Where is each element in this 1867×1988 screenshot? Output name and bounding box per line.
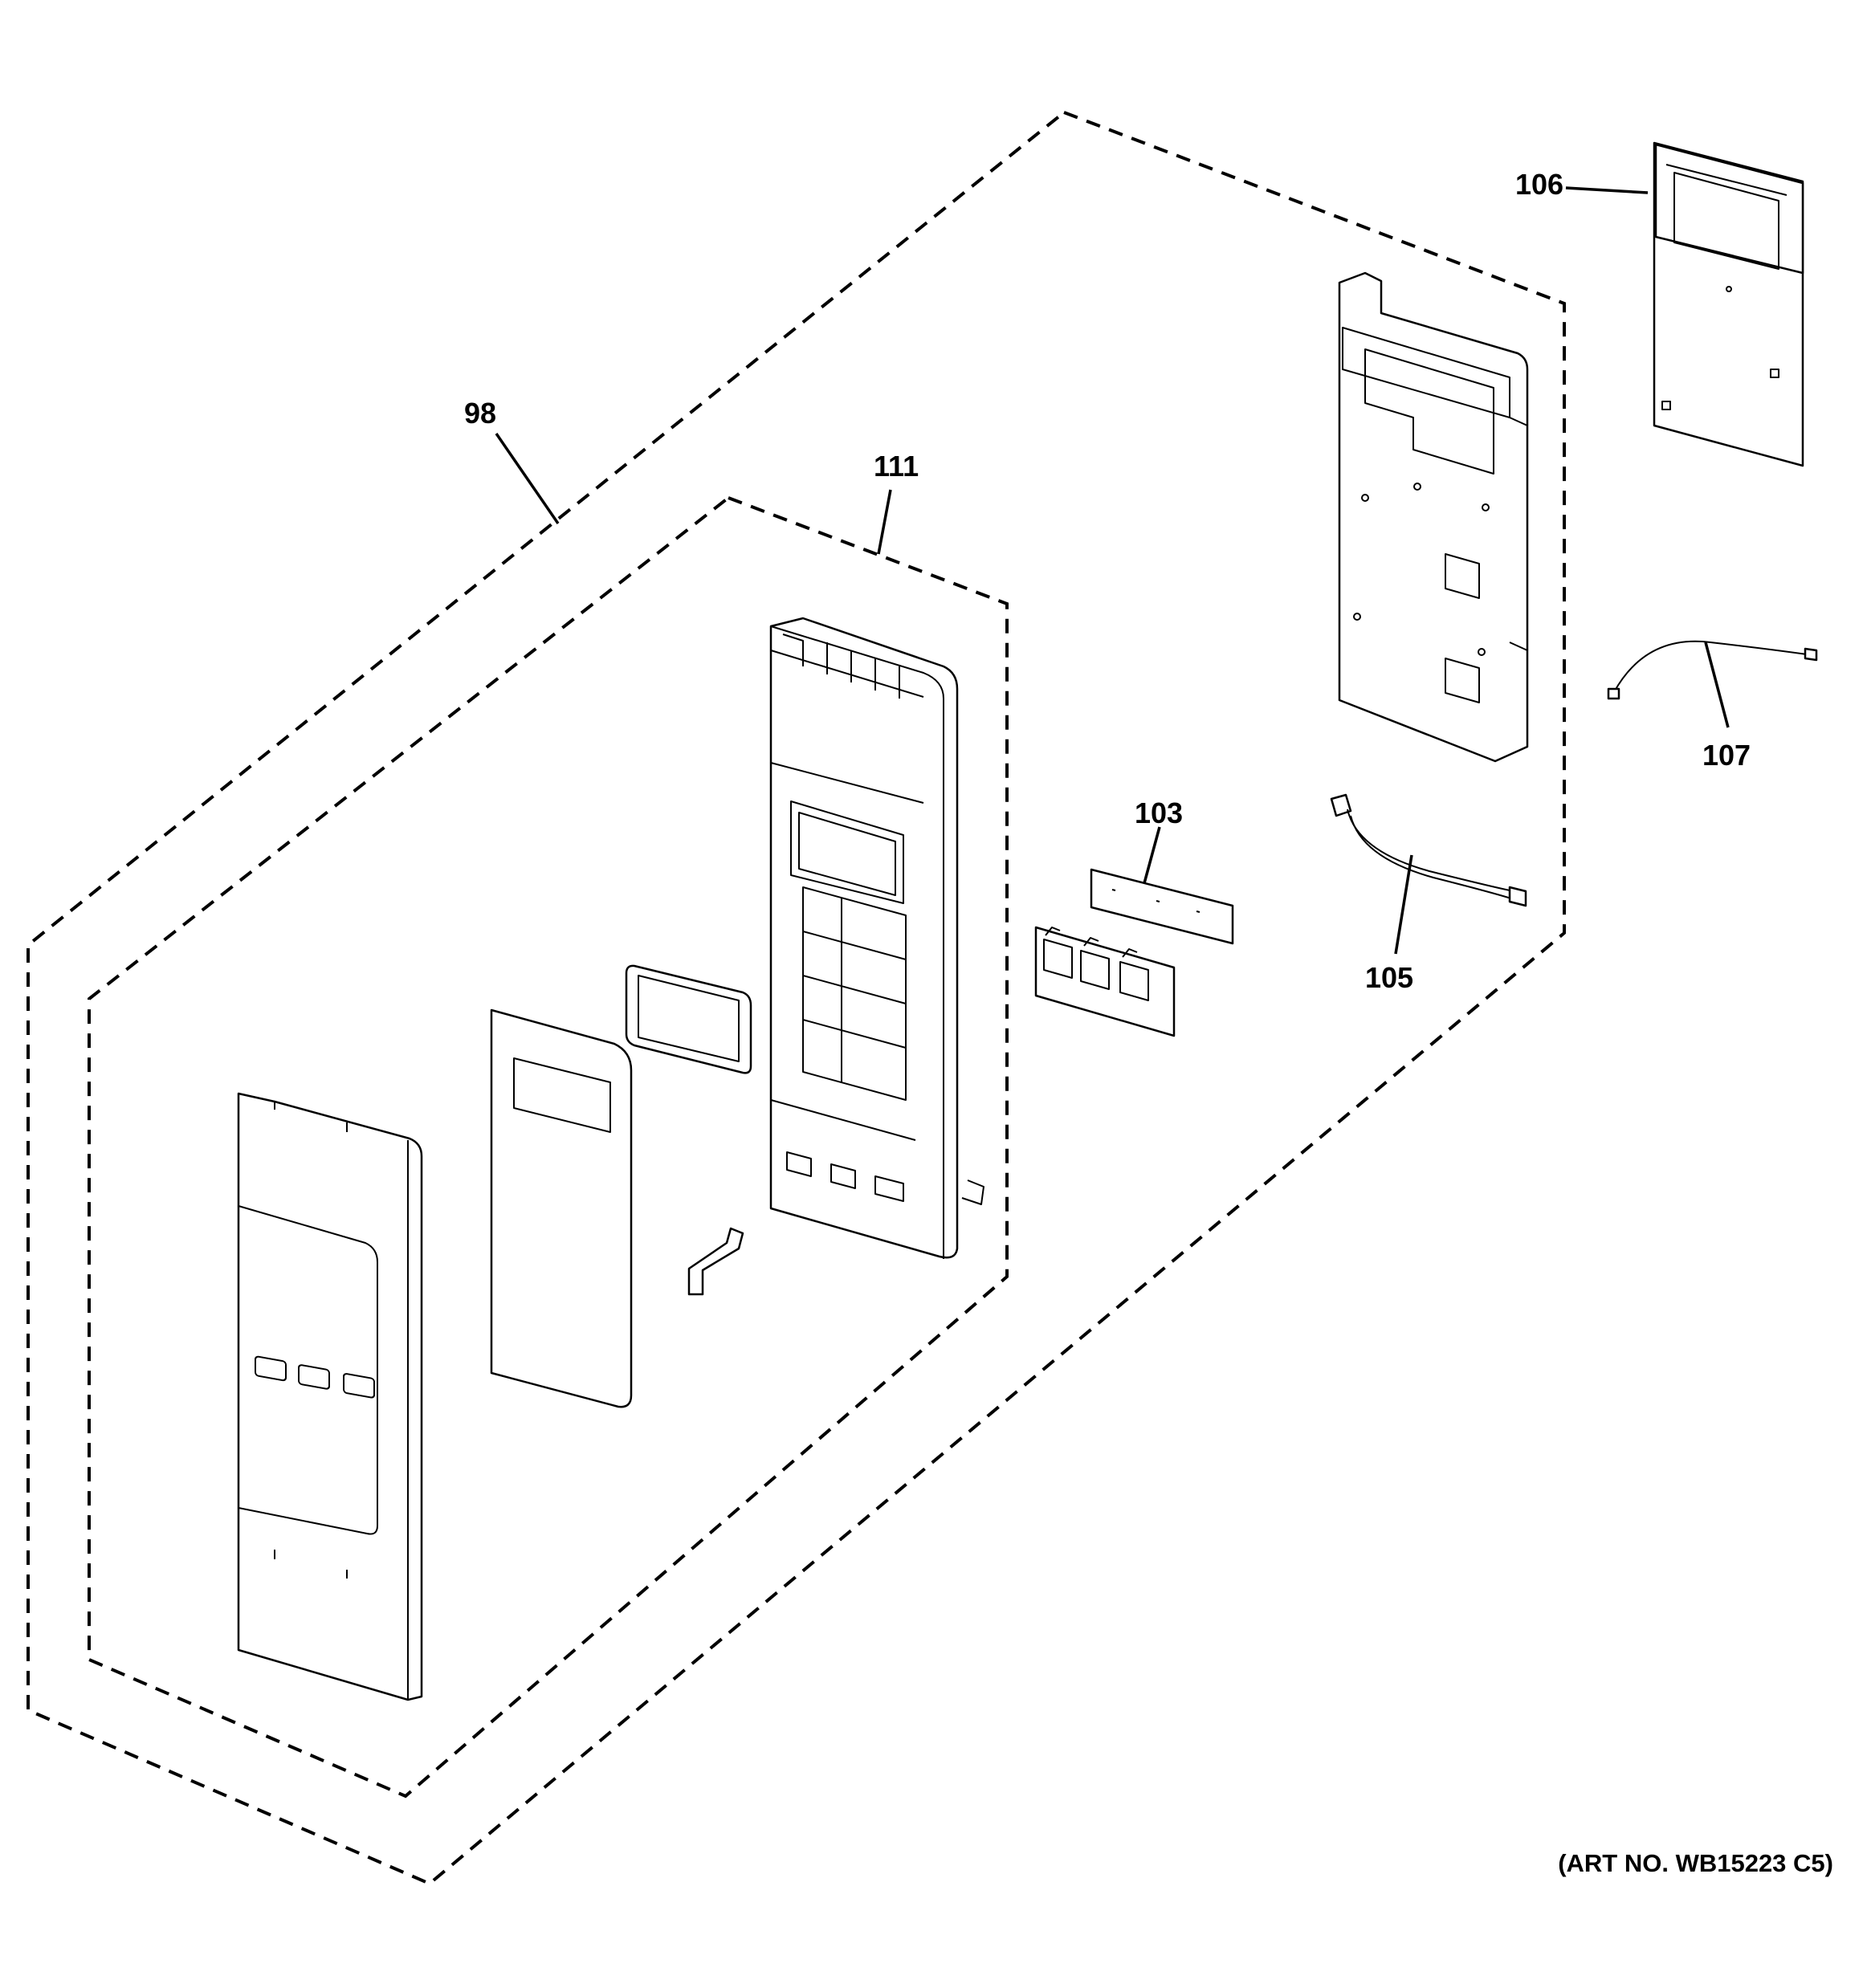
leader-111 [877, 489, 892, 555]
window-gasket [625, 964, 752, 1074]
latch-lever [687, 1227, 744, 1296]
cable-107 [1607, 640, 1818, 700]
callout-111: 111 [874, 450, 919, 483]
switch-board [1034, 926, 1176, 1037]
display-board-106 [1653, 141, 1804, 467]
callout-106: 106 [1515, 168, 1563, 201]
callout-103: 103 [1135, 796, 1183, 829]
mounting-bracket [1338, 271, 1529, 763]
control-panel-trim [237, 1092, 423, 1701]
leader-105 [1394, 854, 1413, 955]
membrane-overlay [490, 1008, 633, 1408]
control-panel-frame [769, 617, 984, 1259]
wire-harness-105 [1330, 793, 1527, 907]
leader-107 [1704, 642, 1730, 728]
assembly-98-boundary [26, 110, 1566, 1886]
assembly-111-boundary [88, 495, 1009, 1799]
callout-107: 107 [1702, 739, 1751, 772]
callout-105: 105 [1365, 961, 1413, 994]
pcb-board-103 [1090, 868, 1234, 945]
leader-98 [495, 433, 560, 524]
leader-106 [1565, 186, 1649, 194]
callout-98: 98 [464, 397, 496, 430]
leader-103 [1143, 826, 1161, 884]
art-number: (ART NO. WB15223 C5) [1558, 1849, 1833, 1877]
